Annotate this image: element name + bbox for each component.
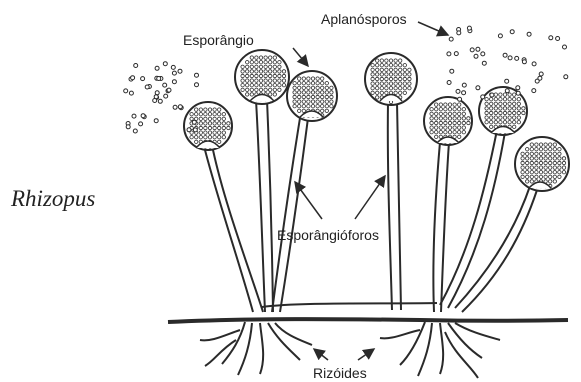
stolon [262, 303, 437, 307]
substrate-line [168, 319, 568, 322]
sporangiophore-arrow-right [355, 176, 385, 219]
sporangium-label: Esporângio [183, 32, 254, 48]
sporangium-arrow [293, 48, 308, 66]
aplanospores-arrow [418, 22, 448, 35]
sporangiophores-label: Esporângióforos [277, 227, 379, 243]
rhizoid-arrow-left [314, 349, 328, 360]
sporangiophore-stalks [205, 100, 537, 312]
aplanospores-label: Aplanósporos [321, 11, 407, 27]
rhizoids-label: Rizóides [313, 365, 367, 381]
rhizoid-arrow-right [358, 349, 374, 360]
sporangiophore-arrow-left [295, 182, 322, 219]
